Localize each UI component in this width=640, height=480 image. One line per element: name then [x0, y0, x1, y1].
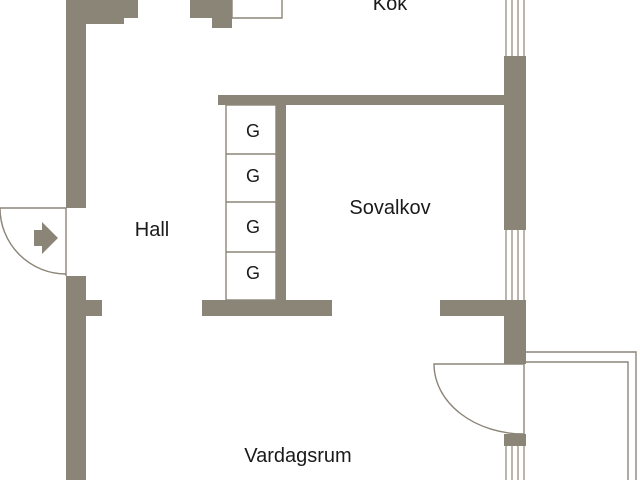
wardrobe-label: G: [246, 166, 260, 186]
wall-wardrobe-bottom: [202, 300, 332, 316]
room-label-sovalkov: Sovalkov: [349, 197, 430, 219]
wall-left-upper: [66, 0, 86, 208]
wardrobe-label: G: [246, 121, 260, 141]
wall-top-stub-left: [86, 0, 138, 24]
wall-wardrobe-back: [276, 105, 286, 303]
wall-kitchen-sovalkov: [218, 95, 506, 105]
room-label-kitchen: Kök: [373, 0, 408, 15]
kitchen-cabinet-outline: [231, 0, 283, 19]
wall-partition-living: [440, 300, 526, 316]
entrance-door: [0, 207, 67, 276]
walls: [66, 0, 526, 480]
wardrobe-label: G: [246, 217, 260, 237]
balcony-outline: [526, 351, 637, 480]
entrance-arrow-icon: [34, 222, 58, 254]
window-middle-right: [505, 230, 525, 300]
room-label-living-room: Vardagsrum: [244, 445, 351, 467]
window-bottom-right: [505, 446, 525, 480]
wardrobe-units: G G G G: [225, 104, 277, 301]
wall-top-stub-middle: [190, 0, 232, 28]
wall-right-lower-stub: [504, 434, 526, 446]
wall-left-lower: [66, 276, 102, 480]
wardrobe-label: G: [246, 263, 260, 283]
room-label-hall: Hall: [135, 219, 169, 241]
balcony-door: [433, 363, 525, 435]
wall-right-upper: [504, 56, 526, 230]
window-top-right: [505, 0, 525, 56]
